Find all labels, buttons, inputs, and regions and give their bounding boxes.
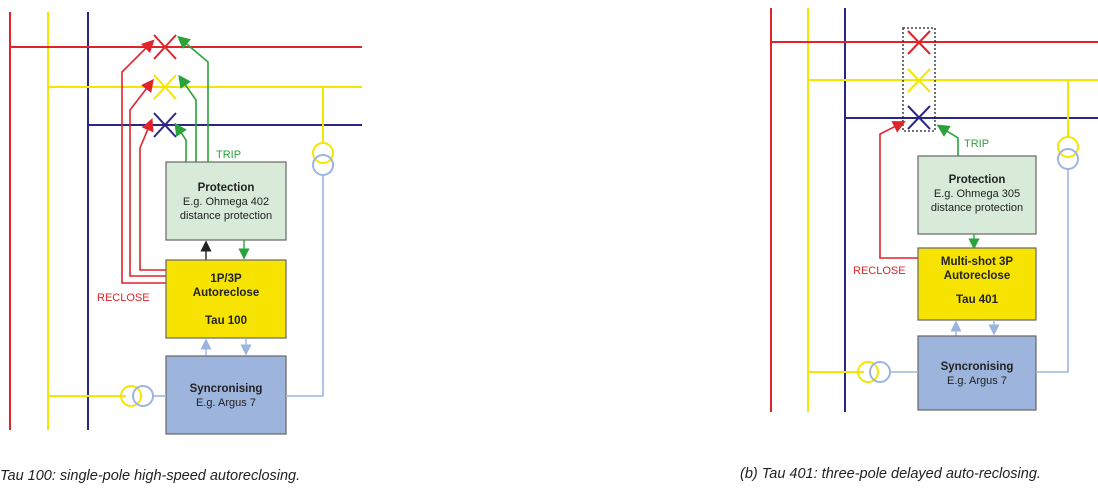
line-vt-to-sync-a (286, 175, 324, 397)
trip-signal-line-b (936, 124, 959, 156)
vt-coil-blue-a (132, 385, 154, 407)
sync-title-b: Syncronising (941, 361, 1014, 373)
sync-box-b: Syncronising E.g. Argus 7 (917, 335, 1037, 411)
vt-coil-yellow-a (120, 385, 142, 407)
breaker-blue-a (153, 112, 177, 138)
reclose-signal-line-b (879, 121, 918, 259)
autoreclose-line2-a: Autoreclose (193, 287, 259, 299)
protection-title-b: Protection (949, 174, 1006, 186)
sync-line1-b: E.g. Argus 7 (947, 375, 1007, 387)
trip-label-b: TRIP (964, 138, 989, 150)
breaker-blue-b (907, 105, 931, 130)
caption-b: (b) Tau 401: three-pole delayed auto-rec… (740, 466, 1041, 482)
diagram-a: TRIP RECLOSE Protection E.g. Ohmega 402 … (0, 12, 362, 484)
trip-signal-lines-a (174, 35, 209, 162)
autoreclose-line1-a: 1P/3P (210, 273, 242, 285)
autoreclose-line2-b: Autoreclose (944, 270, 1010, 282)
breaker-yellow-b (907, 68, 931, 93)
autoreclose-line3-a: Tau 100 (205, 315, 247, 327)
reclose-label-a: RECLOSE (97, 292, 150, 304)
breaker-red-a (153, 34, 177, 60)
line-vt-to-sync-b (1036, 169, 1069, 373)
reclose-label-b: RECLOSE (853, 265, 906, 277)
protection-line1-b: E.g. Ohmega 305 (934, 188, 1020, 200)
breaker-red-b (907, 30, 931, 55)
line-vt-coil-blue-a (312, 154, 334, 176)
protection-line2-a: distance protection (180, 210, 272, 222)
diagram-b: RECLOSE TRIP Protection E.g. Ohmega 305 … (740, 8, 1098, 482)
breaker-yellow-a (153, 74, 177, 100)
sync-title-a: Syncronising (190, 383, 263, 395)
reclose-signal-lines-a (121, 39, 166, 284)
protection-box-a: Protection E.g. Ohmega 402 distance prot… (165, 161, 287, 241)
trip-label-a: TRIP (216, 149, 241, 161)
autoreclose-line1-b: Multi-shot 3P (941, 256, 1014, 268)
sync-line1-a: E.g. Argus 7 (196, 397, 256, 409)
caption-a: Tau 100: single-pole high-speed autorecl… (0, 468, 300, 484)
vt-coil-blue-b (869, 361, 891, 383)
vt-coil-yellow-b (857, 361, 879, 383)
protection-box-b: Protection E.g. Ohmega 305 distance prot… (917, 155, 1037, 235)
autoreclose-box-a: 1P/3P Autoreclose Tau 100 (165, 259, 287, 339)
autoreclose-line3-b: Tau 401 (956, 294, 999, 306)
autoreclose-box-b: Multi-shot 3P Autoreclose Tau 401 (917, 247, 1037, 321)
line-vt-coil-blue-b (1057, 148, 1079, 170)
protection-line2-b: distance protection (931, 202, 1023, 214)
protection-line1-a: E.g. Ohmega 402 (183, 196, 269, 208)
line-vt-coil-yellow-b (1057, 136, 1079, 158)
sync-box-a: Syncronising E.g. Argus 7 (165, 355, 287, 435)
line-vt-coil-yellow-a (312, 142, 334, 164)
protection-title-a: Protection (198, 182, 255, 194)
breaker-enclosure-b (902, 27, 936, 132)
